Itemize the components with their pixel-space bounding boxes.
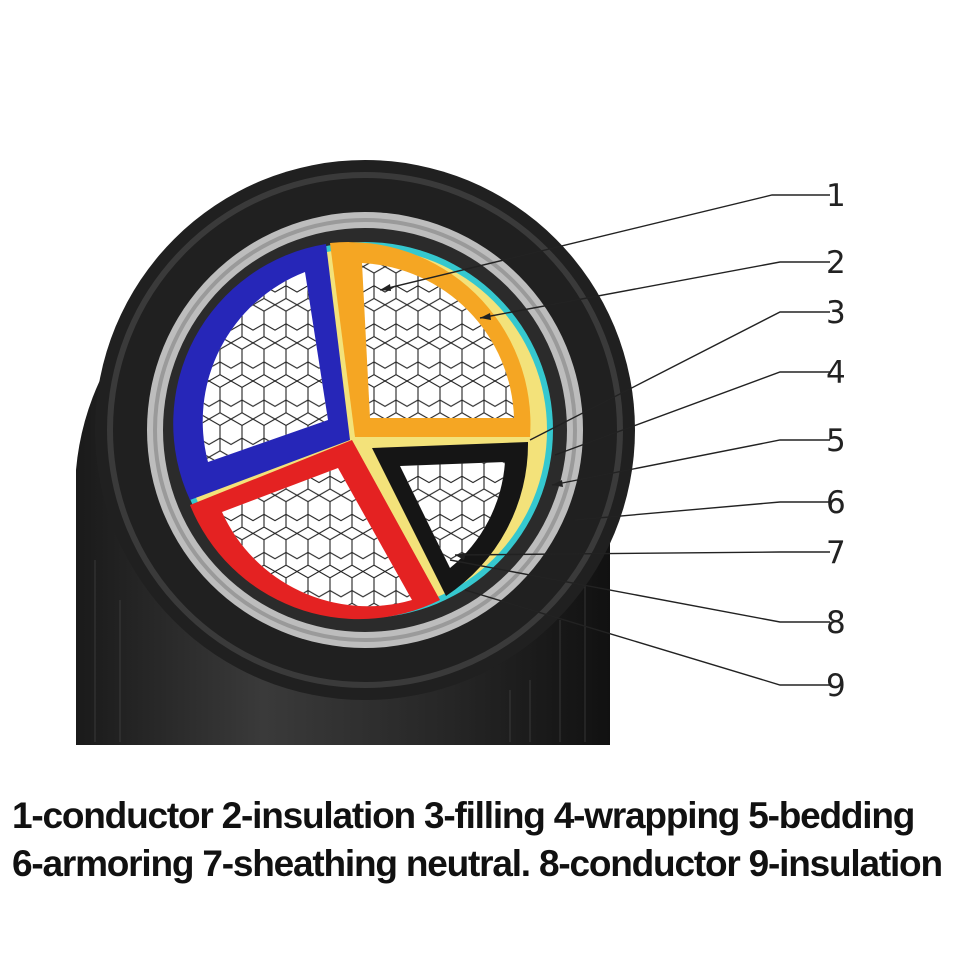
leader-3 bbox=[529, 311, 830, 441]
conductor-orange-strands bbox=[362, 263, 514, 418]
legend-line-1: 1-conductor 2-insulation 3-filling 4-wra… bbox=[12, 795, 915, 836]
conductor-blue-strands bbox=[202, 272, 328, 462]
leader-7 bbox=[454, 551, 830, 556]
callout-5: 5 bbox=[826, 423, 846, 459]
leader-8 bbox=[449, 559, 830, 623]
legend-line-2: 6-armoring 7-sheathing neutral. 8-conduc… bbox=[12, 843, 943, 884]
callout-1: 1 bbox=[826, 178, 846, 214]
callout-3: 3 bbox=[826, 295, 846, 331]
conductor-red-strands bbox=[222, 468, 412, 607]
callout-6: 6 bbox=[826, 485, 846, 521]
leader-lines bbox=[379, 194, 830, 686]
callout-4: 4 bbox=[826, 355, 846, 391]
callout-2: 2 bbox=[826, 245, 846, 281]
callout-7: 7 bbox=[826, 535, 846, 571]
leader-1 bbox=[379, 194, 830, 291]
sheath-texture bbox=[94, 560, 586, 742]
leader-arrowheads bbox=[380, 284, 563, 560]
leader-6 bbox=[574, 501, 830, 521]
sheathing-highlight bbox=[107, 172, 623, 688]
leader-5 bbox=[551, 439, 830, 486]
conductor-neutral-strands bbox=[400, 462, 505, 568]
armoring-inner-shade bbox=[153, 218, 577, 642]
callout-8: 8 bbox=[826, 605, 846, 641]
callout-numbers: 1 2 3 4 5 6 7 8 9 bbox=[826, 178, 846, 704]
callout-9: 9 bbox=[826, 668, 846, 704]
leader-9 bbox=[464, 589, 830, 686]
leader-4 bbox=[554, 371, 830, 456]
leader-2 bbox=[479, 261, 830, 319]
